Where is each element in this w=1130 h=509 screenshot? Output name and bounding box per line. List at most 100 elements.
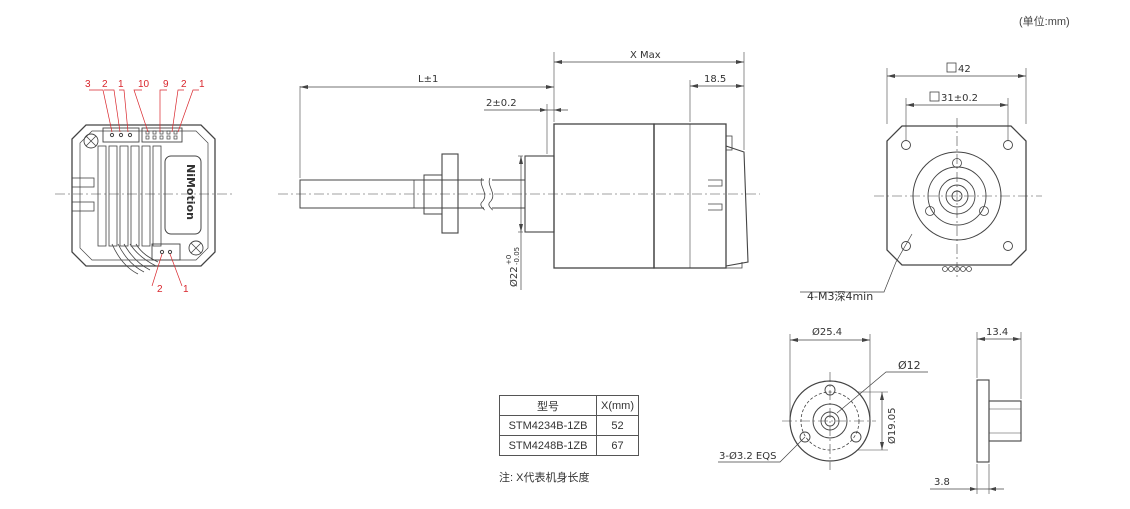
nut-thread (824, 415, 836, 427)
nut-hole (799, 431, 811, 443)
arrow (1018, 74, 1026, 78)
flange-ring (938, 177, 976, 215)
pin (166, 130, 171, 135)
arrow (690, 84, 698, 88)
rear-nub (725, 135, 733, 151)
arrow (519, 224, 523, 232)
red-leaders-bottom (151, 253, 183, 287)
mount-hole (901, 241, 911, 251)
rear-stub-top (71, 177, 95, 188)
connector-pins-bottom (942, 264, 972, 272)
mount-hole (1003, 140, 1013, 150)
dim-length: L±1 (418, 74, 438, 85)
rear-cover (725, 145, 749, 267)
pin (173, 135, 178, 140)
dim-3-8: 3.8 (934, 477, 950, 488)
pin (118, 132, 124, 138)
arrow (977, 337, 985, 341)
rear-stub-bottom (71, 201, 95, 212)
flange-ring (945, 184, 969, 208)
brand-text: NiMotion (184, 164, 197, 220)
pin (109, 132, 115, 138)
connector-3pin-top (102, 127, 140, 143)
rear-view: NiMotion (55, 79, 232, 295)
pin (166, 135, 171, 140)
leader-holes (718, 436, 806, 463)
pin (152, 135, 157, 140)
dim-d22-tol-up: +0 (505, 255, 513, 265)
connector-label-top: 9 (163, 79, 169, 90)
table-header: 型号 (499, 395, 597, 416)
arrow (554, 108, 561, 112)
arrow (736, 84, 744, 88)
arrow (736, 60, 744, 64)
arrow (554, 60, 562, 64)
nut-hole (850, 431, 862, 443)
front-flange-outline (886, 125, 1027, 266)
nut-pcd (800, 391, 860, 451)
flange-hole (925, 206, 935, 216)
arrow (862, 338, 870, 342)
arrow (1013, 337, 1021, 341)
arrow (300, 85, 308, 89)
nut-front-view: Ø25.4 Ø12 Ø19.05 3-Ø3.2 EQS (718, 326, 928, 470)
arrow (540, 108, 547, 112)
leadscrew (299, 179, 484, 209)
pin (145, 135, 150, 140)
flange-hole (952, 158, 962, 168)
dim-d22: Ø22 (508, 266, 520, 287)
nut-side-view: 13.4 3.8 (930, 327, 1022, 494)
dim-d22-tol-low: -0.05 (513, 247, 521, 265)
dim-d25: Ø25.4 (812, 326, 842, 338)
front-view: 42 31±0.2 4-M3深4min (800, 62, 1042, 303)
pin (159, 249, 165, 255)
connector-label-top: 1 (118, 79, 124, 90)
fin (152, 145, 162, 247)
arrow (906, 103, 914, 107)
square-symbol-icon (929, 91, 940, 102)
connector-label-top: 3 (85, 79, 91, 90)
nut-side-flange (976, 379, 990, 463)
motor-body (553, 123, 655, 269)
leader-d12 (836, 371, 928, 414)
dim-d19: Ø19.05 (886, 408, 898, 445)
dim-31: 31±0.2 (941, 93, 978, 104)
connector-label-bottom: 1 (183, 284, 189, 295)
nut-flange-outer (789, 380, 871, 462)
table-cell-x: 52 (596, 415, 639, 436)
dim-18-5: 18.5 (704, 74, 726, 85)
arrow (880, 442, 884, 450)
dim-2: 2±0.2 (486, 98, 517, 109)
connector-stub (708, 179, 723, 187)
dim-holes: 3-Ø3.2 EQS (719, 450, 776, 462)
dim-42: 42 (958, 64, 971, 75)
screw-icon (83, 133, 99, 149)
connector-10pin-top (141, 127, 183, 143)
dim-13-4: 13.4 (986, 327, 1008, 338)
arrow (989, 487, 996, 491)
shaft-bore (951, 190, 963, 202)
leader-m3 (800, 233, 913, 293)
model-spec-table: 型号 X(mm) STM4234B-1ZB 52 STM4248B-1ZB 67 (499, 395, 639, 456)
connector-label-bottom: 2 (157, 284, 163, 295)
table-cell-model: STM4248B-1ZB (499, 435, 597, 456)
rear-body-outline (71, 124, 216, 267)
table-note: 注: X代表机身长度 (499, 472, 590, 484)
nut-side-body (988, 400, 1022, 442)
pin (152, 130, 157, 135)
cable-bundle (111, 243, 159, 275)
connector-label-top: 10 (138, 79, 150, 90)
mount-hole (1003, 241, 1013, 251)
nut-hub (812, 403, 848, 439)
connector-stub (708, 203, 723, 211)
fin (97, 145, 107, 247)
pin (173, 130, 178, 135)
nut-bore (820, 411, 840, 431)
table-header-row: 型号 X(mm) (499, 395, 639, 416)
pin (127, 132, 133, 138)
table-cell-model: STM4234B-1ZB (499, 415, 597, 436)
cable-bottom (660, 262, 743, 269)
arrow (519, 156, 523, 164)
table-row: STM4248B-1ZB 67 (499, 435, 639, 456)
